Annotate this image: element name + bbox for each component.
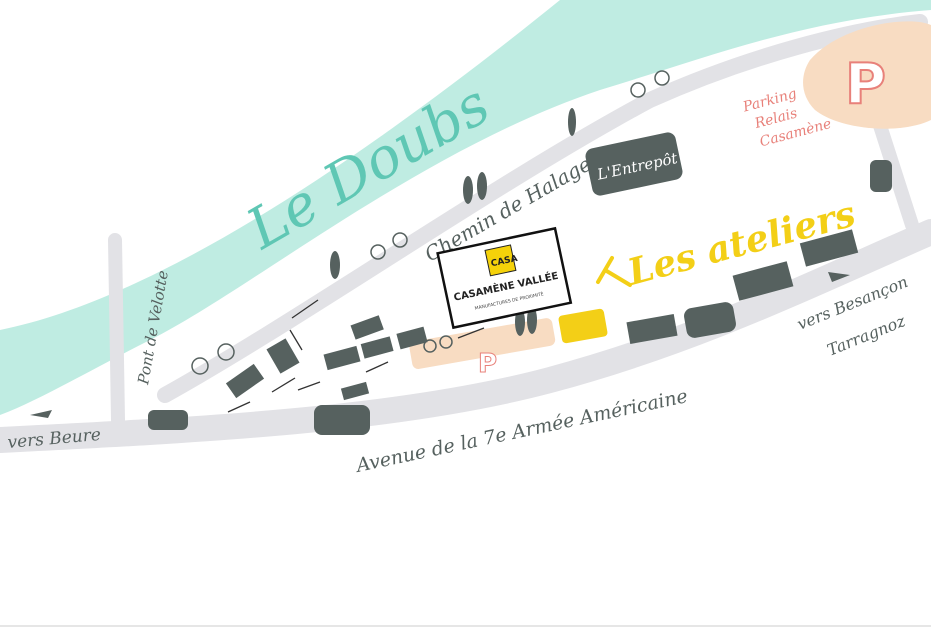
road-avenue bbox=[0, 219, 931, 453]
river-le-doubs bbox=[0, 0, 931, 415]
buildings bbox=[225, 132, 859, 401]
road-pont-de-velotte bbox=[108, 233, 125, 427]
parking-letter-small: P bbox=[478, 349, 497, 379]
ateliers-building bbox=[558, 308, 608, 344]
parking-relais-area bbox=[803, 21, 931, 129]
road-chemin-de-halage bbox=[157, 14, 928, 403]
direction-arrows bbox=[227, 299, 485, 413]
ateliers-arrow-icon bbox=[596, 256, 632, 287]
bicycle-icons bbox=[191, 70, 670, 375]
parking-letter-large: P bbox=[845, 52, 886, 117]
arrow-vers-beure-icon bbox=[30, 410, 52, 418]
car-icons bbox=[148, 160, 892, 435]
arrow-vers-besancon-icon bbox=[828, 272, 850, 282]
road-parking-access bbox=[868, 103, 919, 232]
pedestrian-icons bbox=[330, 108, 576, 336]
casamene-vallee-logo: CASA CASAMÈNE VALLÉE MANUFACTURES DE PRO… bbox=[436, 226, 573, 330]
